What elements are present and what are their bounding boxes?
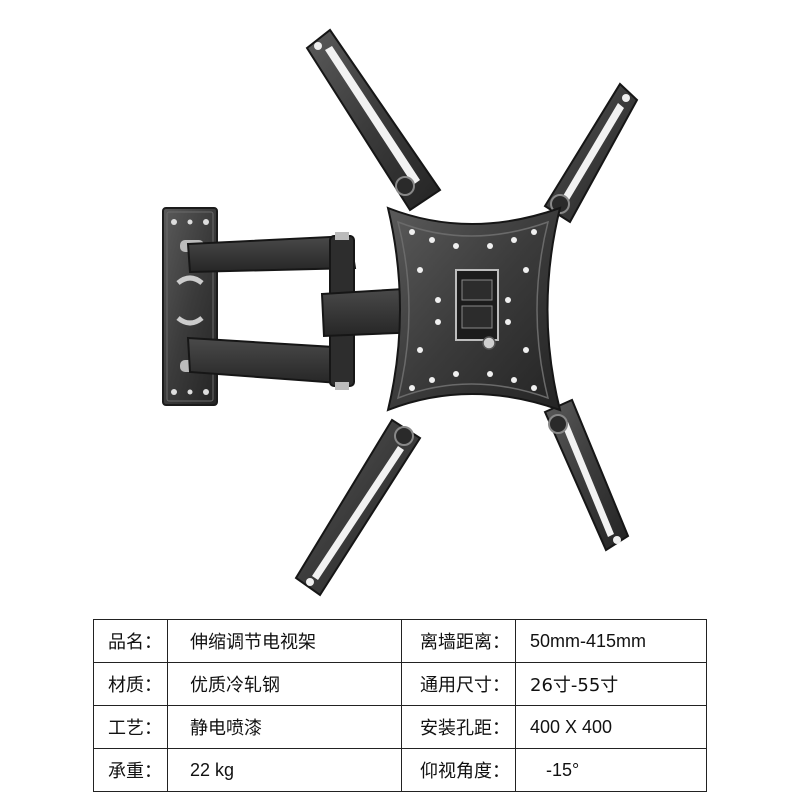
table-row: 承重： 22 kg 仰视角度： -15°	[93, 748, 707, 792]
vesa-center-plate	[386, 206, 562, 412]
spec-label-tilt-angle: 仰视角度：	[401, 748, 516, 792]
spec-value-hole-spacing: 400 X 400	[515, 705, 707, 749]
vesa-arm-top-left	[305, 28, 442, 212]
spec-value-material: 优质冷轧钢	[167, 662, 402, 706]
tv-wall-mount-image	[162, 28, 639, 597]
spec-value-process: 静电喷漆	[167, 705, 402, 749]
table-row: 工艺： 静电喷漆 安装孔距： 400 X 400	[93, 705, 707, 749]
vesa-arm-bottom-left	[294, 418, 422, 597]
spec-value-screen-size: 26寸-55寸	[515, 662, 707, 706]
spec-label-material: 材质：	[93, 662, 168, 706]
spec-label-name: 品名：	[93, 619, 168, 663]
table-row: 品名： 伸缩调节电视架 离墙距离： 50mm-415mm	[93, 619, 707, 663]
swing-arms	[186, 232, 424, 390]
spec-value-load: 22 kg	[167, 748, 402, 792]
wall-plate	[162, 207, 218, 406]
vesa-arm-top-right	[543, 82, 639, 224]
spec-table: 品名： 伸缩调节电视架 离墙距离： 50mm-415mm 材质： 优质冷轧钢 通…	[93, 619, 707, 792]
spec-value-tilt-angle: -15°	[515, 748, 707, 792]
spec-label-process: 工艺：	[93, 705, 168, 749]
vesa-arm-bottom-right	[543, 398, 630, 552]
spec-label-screen-size: 通用尺寸：	[401, 662, 516, 706]
table-row: 材质： 优质冷轧钢 通用尺寸： 26寸-55寸	[93, 662, 707, 706]
spec-value-name: 伸缩调节电视架	[167, 619, 402, 663]
spec-label-wall-distance: 离墙距离：	[401, 619, 516, 663]
spec-value-wall-distance: 50mm-415mm	[515, 619, 707, 663]
spec-label-hole-spacing: 安装孔距：	[401, 705, 516, 749]
spec-label-load: 承重：	[93, 748, 168, 792]
